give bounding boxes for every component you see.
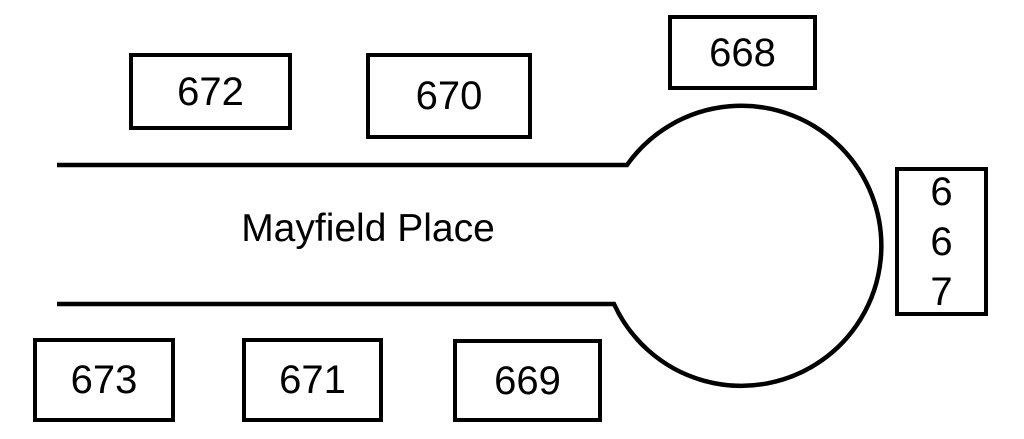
house-number-673: 673 — [70, 358, 138, 402]
house-box-670: 670 — [366, 53, 532, 139]
house-box-667: 667 — [895, 167, 988, 316]
street-and-cul-de-sac-path — [57, 103, 884, 389]
house-number-670: 670 — [415, 74, 483, 118]
house-box-673: 673 — [33, 338, 175, 422]
street-name-label: Mayfield Place — [241, 206, 495, 250]
house-box-669: 669 — [453, 339, 602, 422]
house-number-668: 668 — [709, 30, 776, 75]
house-box-672: 672 — [129, 53, 292, 130]
house-box-671: 671 — [242, 338, 383, 422]
house-box-668: 668 — [668, 15, 817, 90]
house-number-671: 671 — [279, 358, 346, 402]
house-number-672: 672 — [177, 69, 244, 114]
house-number-669: 669 — [494, 358, 561, 403]
house-number-667: 667 — [930, 169, 953, 314]
